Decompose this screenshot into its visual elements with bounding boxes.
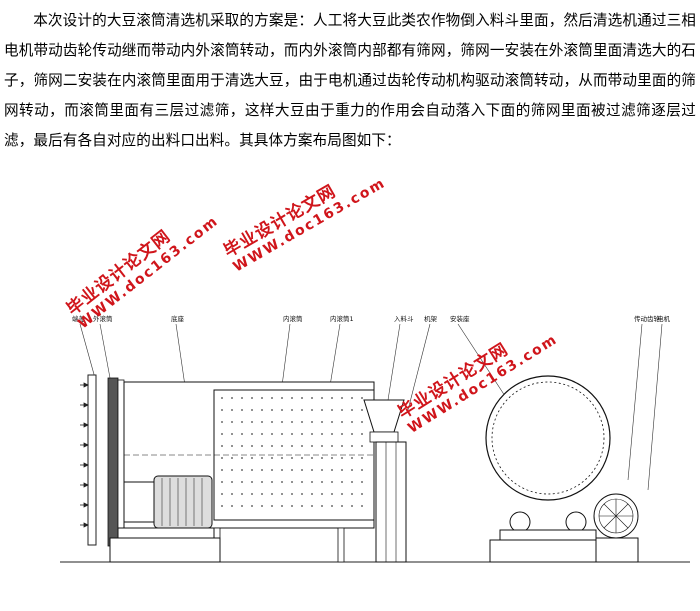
label-end-cap: 端盖 xyxy=(72,314,86,323)
label-inner-drum: 内滚筒 xyxy=(283,314,303,323)
layout-drawing: 端盖 外滚筒 底座 内滚筒 内滚筒1 入料斗 机架 安装座 传动齿轮 电机 xyxy=(0,300,700,611)
label-hopper: 入料斗 xyxy=(394,314,414,323)
label-frame: 机架 xyxy=(424,314,438,323)
label-base: 底座 xyxy=(171,314,185,323)
body-paragraph: 本次设计的大豆滚筒清选机采取的方案是：人工将大豆此类农作物倒入料斗里面，然后清选… xyxy=(4,6,696,156)
machine-drawing-svg: 端盖 外滚筒 底座 内滚筒 内滚筒1 入料斗 机架 安装座 传动齿轮 电机 xyxy=(60,314,690,563)
label-outer-drum: 外滚筒 xyxy=(93,314,113,323)
paragraph-text: 本次设计的大豆滚筒清选机采取的方案是：人工将大豆此类农作物倒入料斗里面，然后清选… xyxy=(4,12,696,149)
label-mount: 安装座 xyxy=(450,314,470,323)
label-inner-drum-1: 内滚筒1 xyxy=(330,314,354,323)
label-motor: 电机 xyxy=(657,314,671,323)
label-gear: 传动齿轮 xyxy=(634,314,661,323)
watermark-2: 毕业设计论文网 WWW.doc163.com xyxy=(218,153,389,276)
